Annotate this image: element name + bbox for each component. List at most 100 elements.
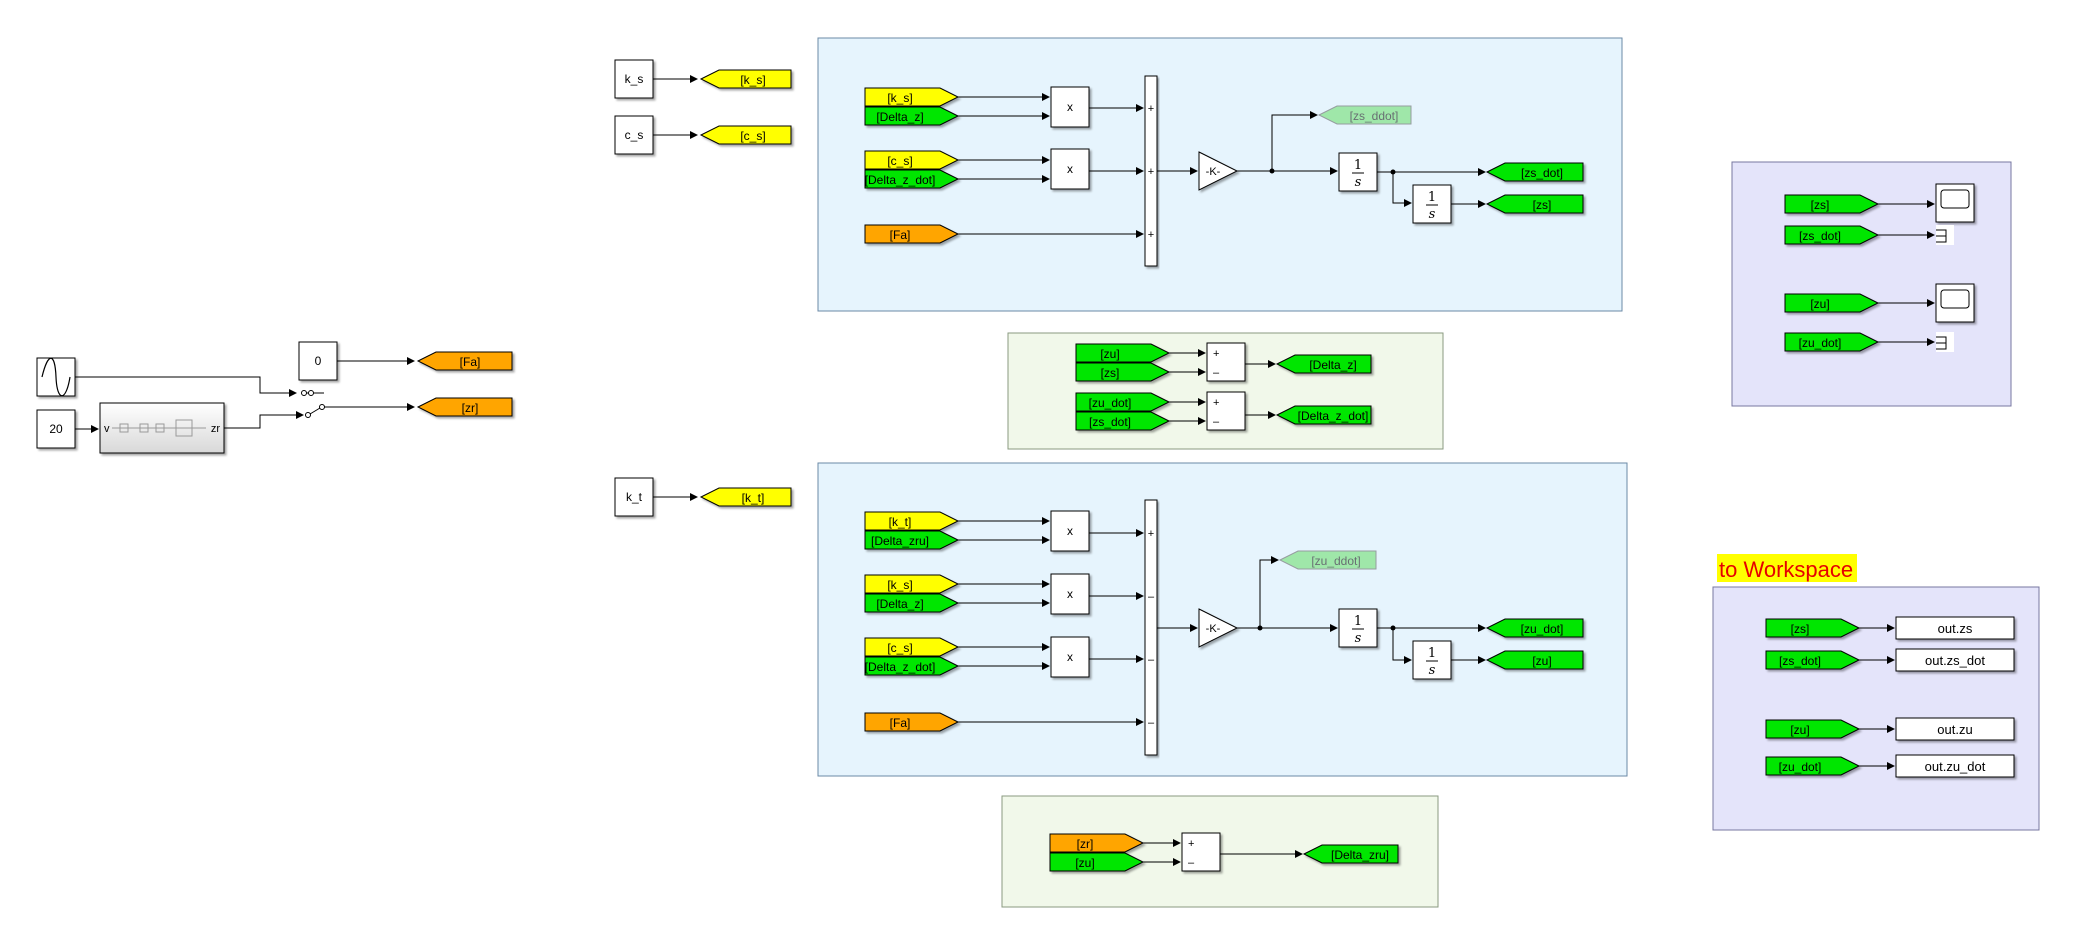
scope-zs[interactable] (1935, 183, 1975, 223)
svg-text:[k_t]: [k_t] (742, 491, 765, 505)
manual-switch-zr[interactable] (305, 404, 325, 418)
svg-text:[zu]: [zu] (1075, 856, 1094, 870)
product-block-unsprung-2[interactable]: x (1050, 573, 1090, 615)
constant-ks[interactable]: k_s (614, 59, 654, 99)
goto-cs[interactable]: [c_s] (699, 125, 792, 145)
from-cs-sprung[interactable]: [c_s] (864, 150, 960, 170)
terminator-zs-dot[interactable] (1936, 225, 1954, 245)
svg-text:[Delta_z_dot]: [Delta_z_dot] (1298, 409, 1369, 423)
gain-block-unsprung[interactable]: -K- (1198, 608, 1239, 648)
constant-kt[interactable]: k_t (614, 477, 654, 517)
svg-text:–: – (1213, 367, 1220, 379)
svg-text:1: 1 (1428, 646, 1436, 661)
goto-delta-z-dot[interactable]: [Delta_z_dot] (1275, 405, 1372, 425)
goto-kt[interactable]: [k_t] (699, 487, 792, 507)
svg-text:[zs]: [zs] (1101, 366, 1120, 380)
from-zu-scope[interactable]: [zu] (1784, 293, 1880, 313)
from-delta-z-sprung[interactable]: [Delta_z] (864, 106, 960, 126)
from-zs-dot-ws[interactable]: [zs_dot] (1765, 650, 1861, 670)
gain-block-sprung[interactable]: -K- (1198, 151, 1239, 191)
from-zu-dot-delta1[interactable]: [zu_dot] (1075, 392, 1171, 412)
from-cs-unsprung[interactable]: [c_s] (864, 637, 960, 657)
goto-zs[interactable]: [zs] (1485, 194, 1584, 214)
from-kt-unsprung[interactable]: [k_t] (864, 511, 960, 531)
scope-zu[interactable] (1935, 283, 1975, 323)
from-zu-ws[interactable]: [zu] (1765, 719, 1861, 739)
sum-delta-zru[interactable]: + – (1181, 832, 1221, 872)
svg-text:[Delta_zru]: [Delta_zru] (871, 534, 929, 548)
goto-delta-z[interactable]: [Delta_z] (1275, 354, 1372, 374)
svg-text:[zs_dot]: [zs_dot] (1779, 654, 1821, 668)
integrator-sprung-1[interactable]: 1 s (1338, 152, 1378, 192)
to-workspace-zu-dot[interactable]: out.zu_dot (1895, 754, 2015, 778)
goto-delta-zru[interactable]: [Delta_zru] (1302, 844, 1399, 864)
svg-text:[Fa]: [Fa] (890, 716, 911, 730)
from-delta-zru-unsprung[interactable]: [Delta_zru] (864, 530, 960, 550)
product-block-unsprung-3[interactable]: x (1050, 636, 1090, 678)
sum-block-sprung[interactable]: + + + (1144, 75, 1158, 267)
from-fa-unsprung[interactable]: [Fa] (864, 712, 960, 732)
product-block-sprung-2[interactable]: x (1050, 148, 1090, 190)
product-block-sprung-1[interactable]: x (1050, 86, 1090, 128)
terminator-zu-dot[interactable] (1936, 332, 1954, 352)
sum-delta-z[interactable]: + – (1206, 342, 1246, 382)
goto-zu-dot[interactable]: [zu_dot] (1485, 618, 1584, 638)
constant-zero-block[interactable]: 0 (298, 341, 338, 381)
goto-zs-ddot[interactable]: [zs_ddot] (1317, 105, 1412, 125)
to-workspace-zs[interactable]: out.zs (1895, 616, 2015, 640)
goto-zu-ddot[interactable]: [zu_ddot] (1278, 550, 1377, 570)
svg-text:-K-: -K- (1206, 166, 1221, 178)
from-zs-dot-term[interactable]: [zs_dot] (1784, 225, 1880, 245)
from-zu-dot-term[interactable]: [zu_dot] (1784, 332, 1880, 352)
from-fa-sprung[interactable]: [Fa] (864, 224, 960, 244)
sine-wave-block[interactable] (36, 357, 76, 397)
svg-text:[zu_dot]: [zu_dot] (1089, 396, 1132, 410)
workspace-title-highlight (1717, 554, 1857, 582)
svg-text:[zu]: [zu] (1790, 723, 1809, 737)
goto-zr[interactable]: [zr] (416, 397, 513, 417)
goto-zu[interactable]: [zu] (1485, 650, 1584, 670)
manual-switch-fa[interactable] (301, 390, 314, 396)
from-zs-dot-delta1[interactable]: [zs_dot] (1075, 411, 1171, 431)
svg-text:+: + (1148, 528, 1154, 540)
goto-ks[interactable]: [k_s] (699, 69, 792, 89)
integrator-sprung-2[interactable]: 1 s (1412, 184, 1452, 224)
constant-cs[interactable]: c_s (614, 115, 654, 155)
road-profile-subsystem[interactable]: v zr (99, 402, 225, 454)
terminator-icon (1936, 336, 1947, 350)
from-ks-unsprung[interactable]: [k_s] (864, 574, 960, 594)
from-delta-z-dot-sprung[interactable]: [Delta_z_dot] (864, 169, 960, 189)
from-zu-dot-ws[interactable]: [zu_dot] (1765, 756, 1861, 776)
svg-text:–: – (1213, 416, 1220, 428)
sum-block-unsprung[interactable]: + – – – (1144, 499, 1158, 756)
from-zu-delta2[interactable]: [zu] (1049, 852, 1145, 872)
svg-text:s: s (1429, 663, 1436, 678)
product-block-unsprung-1[interactable]: x (1050, 510, 1090, 552)
sum-delta-z-dot[interactable]: + – (1206, 391, 1246, 431)
from-zs-ws[interactable]: [zs] (1765, 618, 1861, 638)
svg-text:[zu]: [zu] (1532, 654, 1551, 668)
svg-text:+: + (1213, 397, 1219, 409)
constant-zero-value: 0 (315, 354, 322, 368)
from-delta-z-dot-unsprung[interactable]: [Delta_z_dot] (864, 656, 960, 676)
goto-fa[interactable]: [Fa] (416, 351, 513, 371)
svg-text:[zs_ddot]: [zs_ddot] (1350, 109, 1399, 123)
svg-text:[c_s]: [c_s] (887, 154, 912, 168)
svg-text:[Delta_z]: [Delta_z] (876, 110, 923, 124)
integrator-unsprung-2[interactable]: 1 s (1412, 640, 1452, 680)
integrator-unsprung-1[interactable]: 1 s (1338, 608, 1378, 648)
svg-text:out.zu: out.zu (1937, 722, 1972, 737)
goto-zs-dot[interactable]: [zs_dot] (1485, 162, 1584, 182)
constant-speed-block[interactable]: 20 (36, 409, 76, 449)
sine-wave-icon (41, 357, 71, 397)
svg-text:[Delta_z]: [Delta_z] (876, 597, 923, 611)
from-zr-delta2[interactable]: [zr] (1049, 833, 1145, 853)
from-zu-delta1[interactable]: [zu] (1075, 343, 1171, 363)
from-zs-scope[interactable]: [zs] (1784, 194, 1880, 214)
from-delta-z-unsprung[interactable]: [Delta_z] (864, 593, 960, 613)
from-ks-sprung[interactable]: [k_s] (864, 87, 960, 107)
workspace-title: to Workspace (1719, 557, 1853, 582)
to-workspace-zs-dot[interactable]: out.zs_dot (1895, 648, 2015, 672)
to-workspace-zu[interactable]: out.zu (1895, 717, 2015, 741)
from-zs-delta1[interactable]: [zs] (1075, 362, 1171, 382)
